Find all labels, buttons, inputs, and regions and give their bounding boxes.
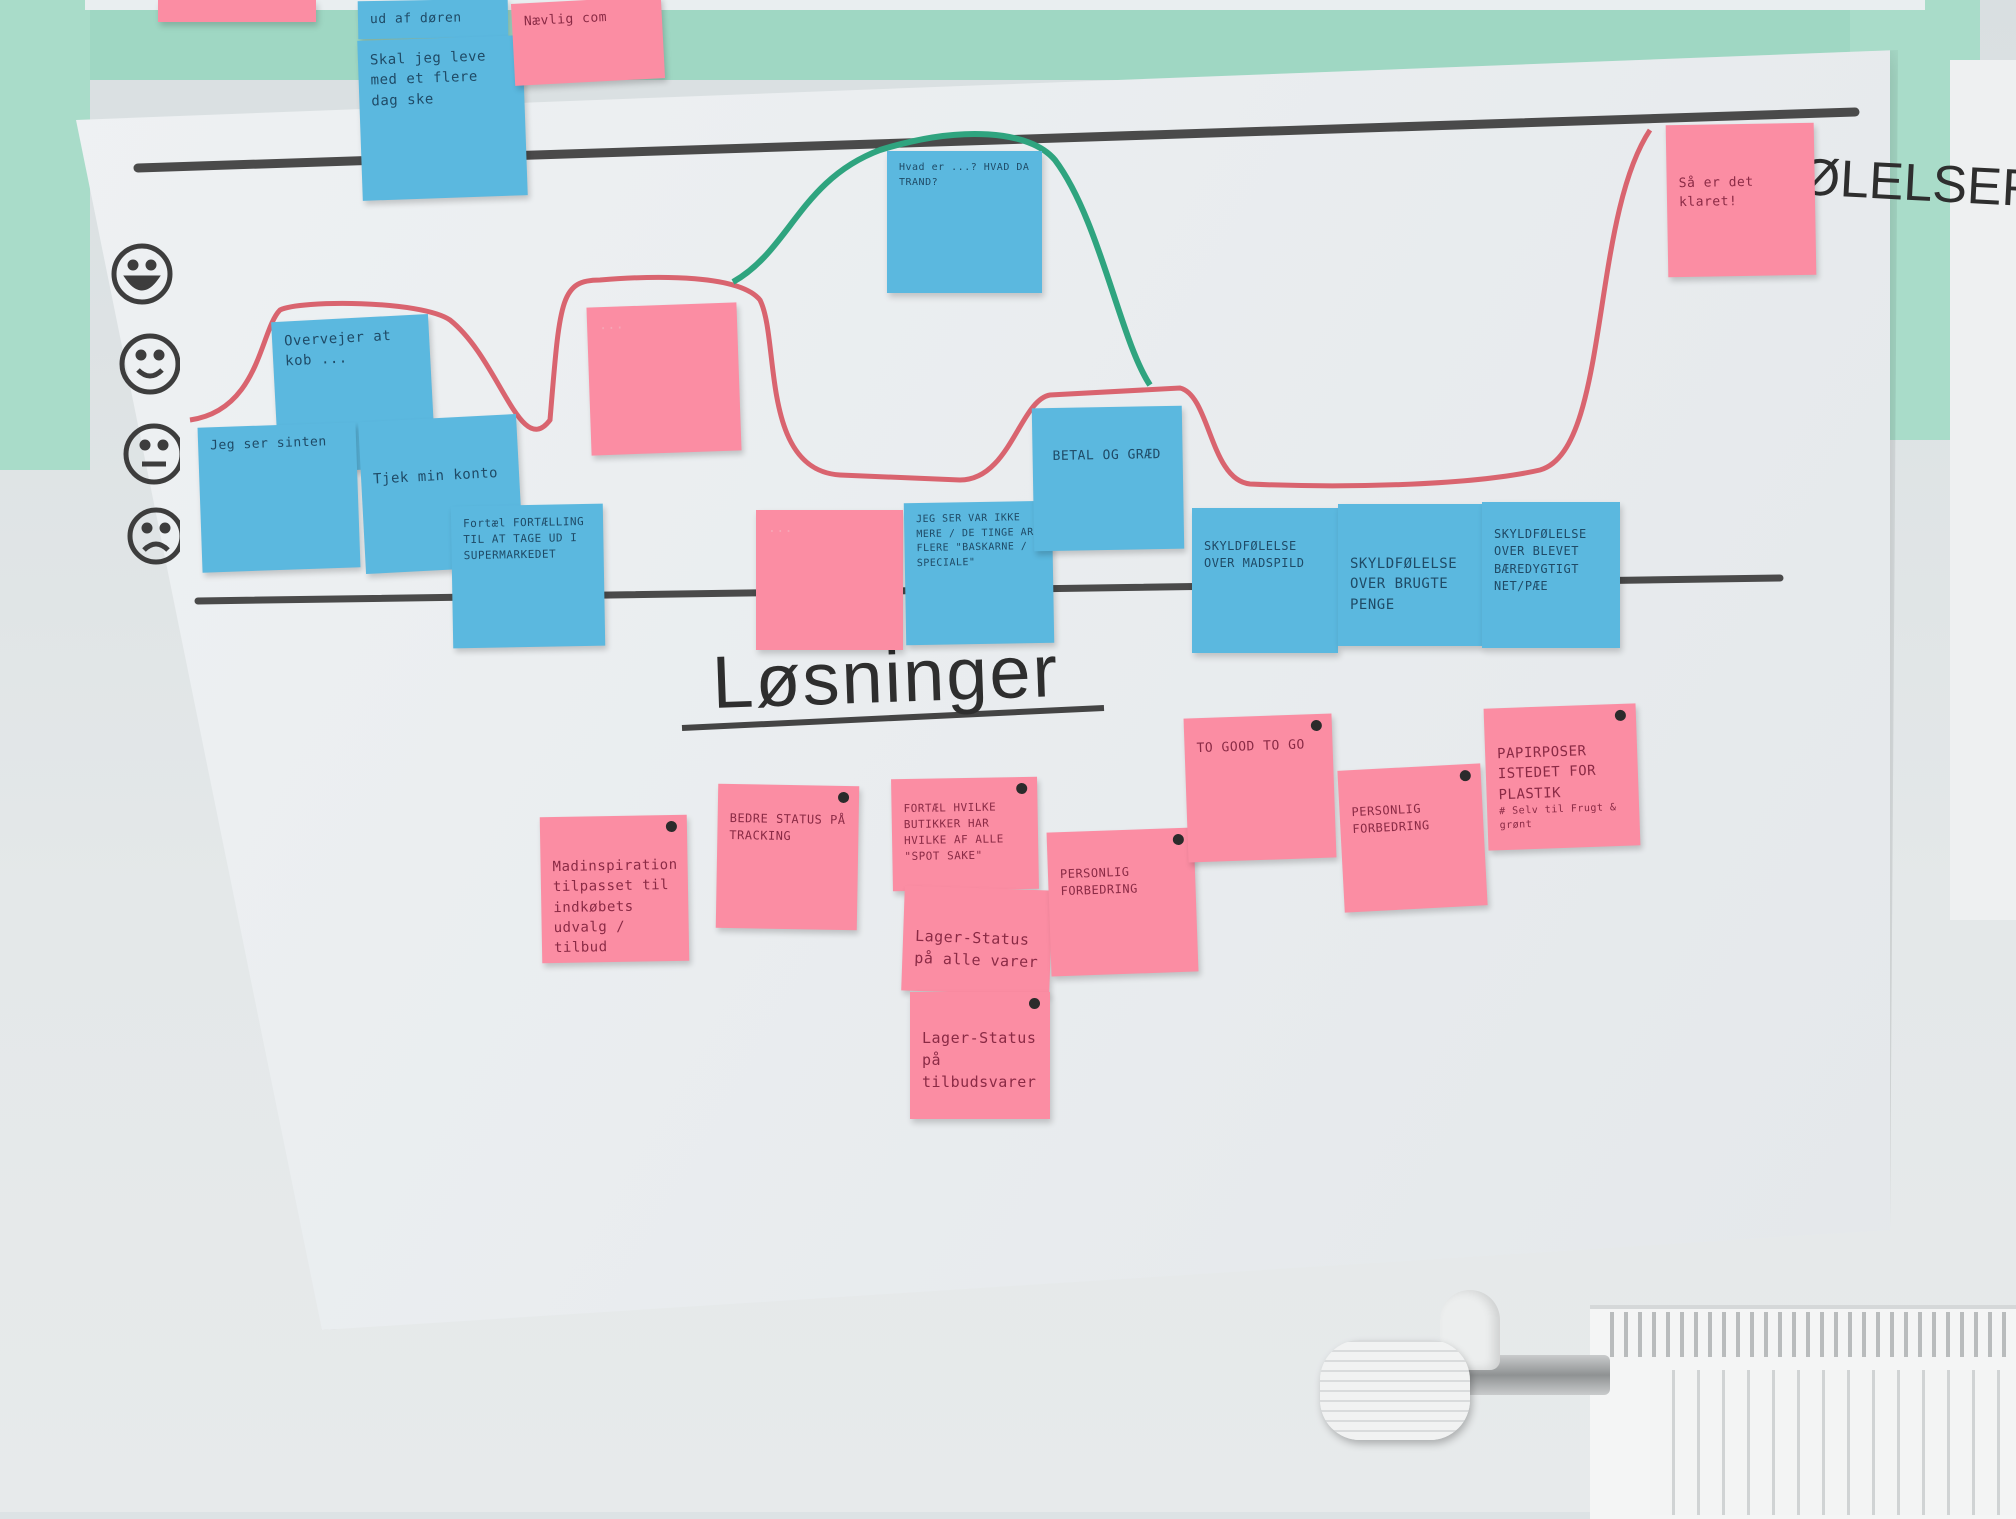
emotion-curve-red — [189, 128, 1653, 489]
solution-note-6: PERSONLIG FORBEDRING — [1046, 827, 1199, 977]
right-paper-sheet — [1950, 60, 2016, 920]
upper-paper-edge — [85, 0, 1925, 10]
mint-poster-left — [0, 0, 90, 470]
journey-note-13: Så er det klaret! — [1665, 122, 1817, 278]
smile-face-icon — [119, 333, 180, 395]
radiator-body — [1650, 1370, 2016, 1515]
solution-note-1: Madinspiration tilpasset til indkøbets u… — [539, 814, 690, 964]
top-blue-note-1: ud af døren — [357, 0, 509, 40]
thermostat-knob — [1320, 1340, 1470, 1440]
journey-note-9: BETAL OG GRÆD — [1031, 405, 1185, 552]
face-scale — [111, 243, 180, 565]
journey-note-5: ... — [586, 302, 742, 456]
emotion-curve-green — [731, 130, 1153, 387]
journey-note-6: ... — [756, 510, 903, 650]
happy-face-icon — [111, 243, 173, 305]
solution-note-7: TO GOOD TO GO — [1183, 713, 1337, 863]
journey-note-4: Fortæl FORTÆLLING TIL AT TAGE UD I SUPER… — [450, 503, 606, 649]
journey-note-10: SKYLDFØLELSE OVER MADSPILD — [1192, 508, 1338, 653]
solution-note-8: PERSONLIG FORBEDRING — [1337, 763, 1488, 913]
journey-note-8: JEG SER VAR IKKE MERE / DE TINGE ARE FLE… — [903, 500, 1055, 646]
solution-note-9: PAPIRPOSER ISTEDET FOR PLASTIK# Selv til… — [1483, 703, 1641, 851]
journey-note-7: Hvad er ...? HVAD DA TRAND? — [887, 151, 1042, 293]
top-blue-note-2: Skal jeg leve med et flere dag ske — [357, 35, 528, 201]
radiator-fins — [1600, 1312, 2016, 1357]
journey-note-2: Jeg ser sinten — [197, 422, 361, 573]
sad-face-icon — [127, 507, 180, 565]
solution-note-2: BEDRE STATUS PÅ TRACKING — [715, 783, 860, 931]
journey-note-12: SKYLDFØLELSE OVER BLEVET BÆREDYGTIGT NET… — [1482, 502, 1620, 648]
solution-note-5: Lager-Status på tilbudsvarer — [910, 992, 1050, 1119]
top-pink-note-right: Nævlig com — [510, 0, 666, 86]
neutral-face-icon — [123, 423, 180, 485]
solution-note-4: Lager-Status på alle varer — [901, 885, 1053, 996]
journey-note-11: SKYLDFØLELSE OVER BRUGTE PENGE — [1338, 504, 1483, 646]
title-underline — [681, 705, 1105, 731]
solution-note-3: FORTÆL HVILKE BUTIKKER HAR HVILKE AF ALL… — [891, 776, 1039, 892]
top-pink-note-left — [158, 0, 316, 22]
